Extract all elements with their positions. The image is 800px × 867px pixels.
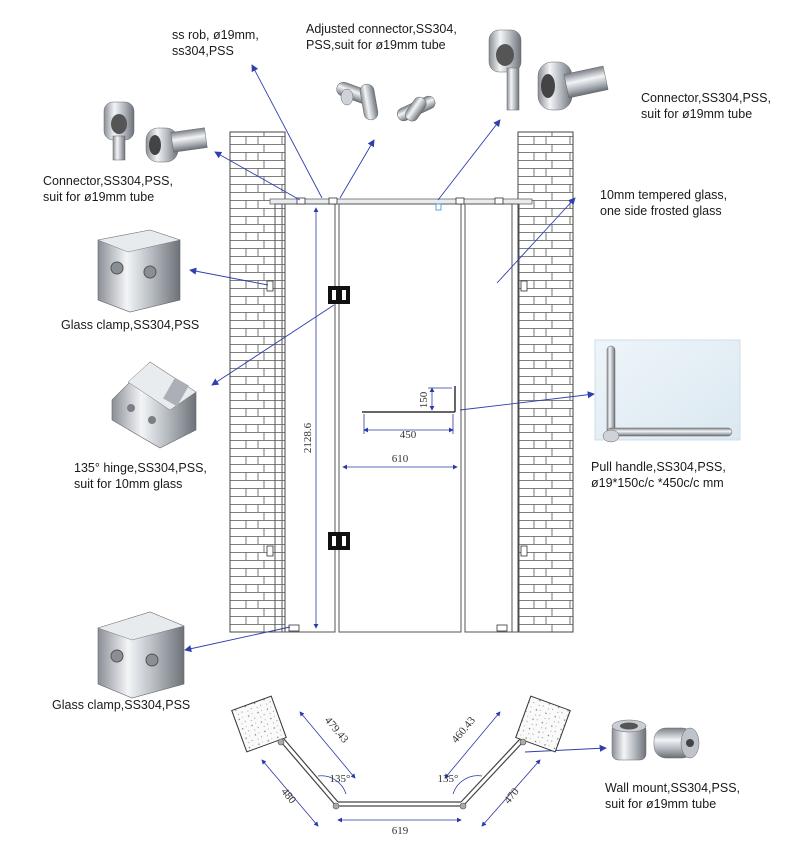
label-wall-mount: Wall mount,SS304,PSS, suit for ø19mm tub… — [605, 781, 741, 811]
label-pull-handle: Pull handle,SS304,PSS, ø19*150c/c *450c/… — [591, 460, 726, 490]
glass-panels — [274, 203, 520, 633]
wall-mount-image — [611, 719, 700, 761]
label-ss-rob: ss rob, ø19mm, ss304,PSS — [172, 28, 259, 58]
label-glass-clamp-bottom: Glass clamp,SS304,PSS — [52, 698, 191, 712]
dim-height: 2128.6 — [302, 422, 314, 453]
wall-clamp-markers — [266, 197, 528, 632]
dim-plan-right-wall: 460.43 — [449, 714, 478, 745]
glass-clamp-top-image — [97, 229, 181, 313]
dim-plan-left-wall: 479.43 — [322, 715, 351, 746]
pull-handle-image — [594, 339, 741, 443]
leader-lines — [184, 64, 607, 753]
left-brick-wall — [229, 131, 286, 633]
door-hinge-marks — [328, 286, 350, 550]
connector-right-image — [488, 29, 609, 111]
plan-view: 479.43 460.43 480 470 619 135° 135° — [231, 695, 571, 837]
dim-handle-width: 450 — [400, 429, 417, 441]
dim-door-width: 610 — [392, 453, 409, 465]
adjusted-connector-image — [336, 81, 436, 122]
dim-plan-left-panel: 480 — [278, 786, 298, 807]
label-adjusted-connector: Adjusted connector,SS304, PSS,suit for ø… — [306, 22, 457, 52]
dim-handle-height: 150 — [418, 391, 430, 408]
glass-clamp-bottom-image — [97, 611, 185, 699]
connector-left-image — [103, 101, 208, 163]
top-rail — [269, 198, 533, 205]
label-connector-right: Connector,SS304,PSS, suit for ø19mm tube — [641, 91, 771, 121]
door-handle — [362, 386, 456, 413]
label-hinge: 135° hinge,SS304,PSS, suit for 10mm glas… — [74, 461, 207, 491]
hinge-image — [111, 361, 197, 449]
dim-plan-center: 619 — [392, 825, 409, 837]
label-glass-clamp-top: Glass clamp,SS304,PSS — [61, 318, 200, 332]
label-connector-left: Connector,SS304,PSS, suit for ø19mm tube — [43, 174, 173, 204]
label-glass: 10mm tempered glass, one side frosted gl… — [600, 188, 728, 218]
dim-plan-right-panel: 470 — [502, 786, 522, 807]
angle-left: 135° — [330, 773, 351, 785]
right-brick-wall — [517, 131, 574, 633]
angle-right: 135° — [438, 773, 459, 785]
